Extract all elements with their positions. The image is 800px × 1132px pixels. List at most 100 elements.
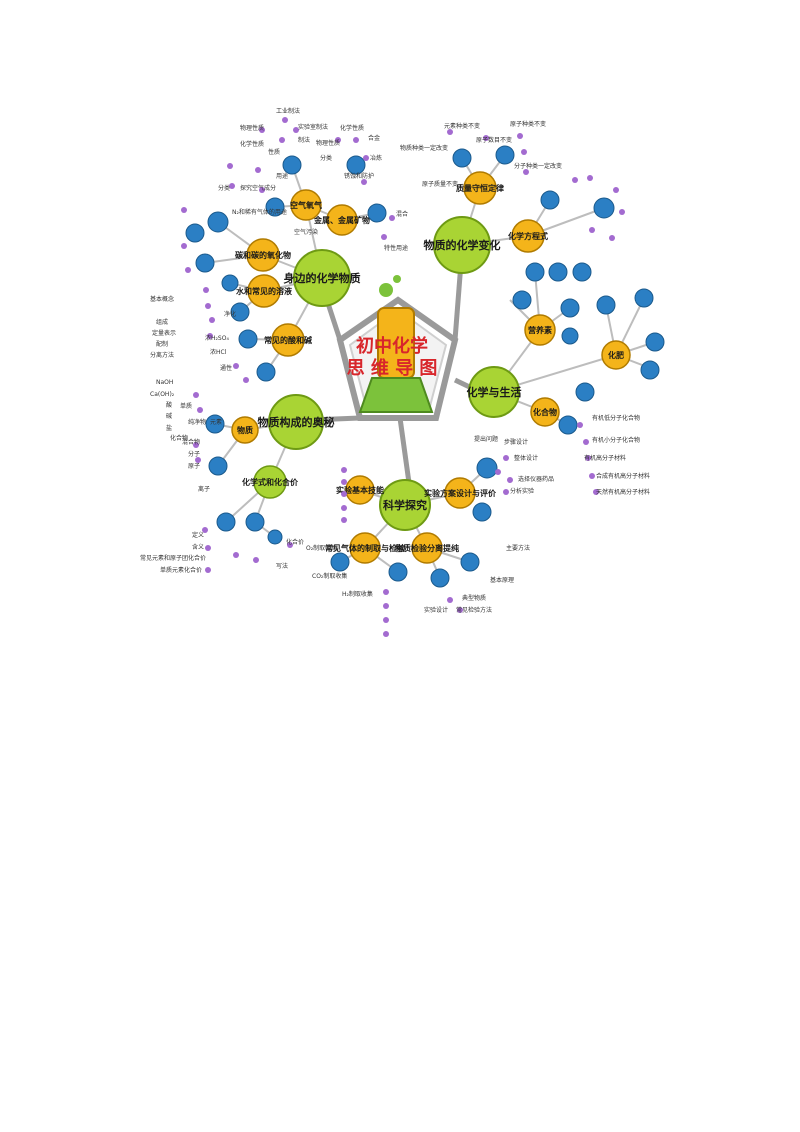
sub-node-metal[interactable]: 金属、金属矿物: [313, 204, 370, 236]
main-node-change[interactable]: 物质的化学变化: [424, 216, 501, 274]
label: 化合物: [170, 434, 188, 442]
label: 定量表示: [152, 329, 176, 337]
leaf-node: [208, 456, 228, 476]
leaf-node: [265, 197, 285, 217]
title-line-1: 初中化学: [356, 335, 428, 357]
label: 常见元素和原子团化合价: [140, 554, 206, 562]
label: 合成有机高分子材料: [596, 472, 650, 480]
leaf-node: [593, 197, 615, 219]
sub-node-experiment[interactable]: 实验基本技能: [336, 475, 384, 505]
label: 浓HCl: [210, 348, 227, 356]
sub-node-nutrient[interactable]: 营养素: [524, 314, 556, 346]
sub-node-separation[interactable]: 物质检验分离提纯: [395, 532, 459, 564]
sub-node-air[interactable]: 空气氧气: [290, 189, 322, 221]
label: 工业制法: [276, 107, 300, 115]
leaf-node: [346, 155, 366, 175]
label: 分析实验: [510, 487, 534, 495]
sub-node-fertilizer[interactable]: 化肥: [601, 340, 631, 370]
label: 锈蚀和防护: [344, 172, 374, 180]
label: 分类: [218, 184, 230, 192]
main-nodes: 身边的化学物质 物质的化学变化 化学与生活 物质构成的奥秘 科学探究: [258, 216, 522, 531]
label: 物质种类一定改变: [400, 144, 448, 152]
label: O₂制取收集: [306, 544, 337, 552]
sub-node-design[interactable]: 实验方案设计与评价: [424, 477, 497, 509]
sub-node-compound[interactable]: 化合物: [530, 397, 560, 427]
leaf-node: [540, 190, 560, 210]
main-node-life[interactable]: 化学与生活: [467, 366, 522, 418]
sub-node-metal-label: 金属、金属矿物: [313, 215, 370, 225]
label: 酸: [166, 401, 172, 409]
label: 选择仪器药品: [518, 475, 554, 483]
sub-node-design-label: 实验方案设计与评价: [424, 488, 497, 498]
leaf-node: [472, 502, 492, 522]
label: 分子: [188, 450, 200, 458]
leaf-node: [640, 360, 660, 380]
sub-node-acid[interactable]: 常见的酸和碱: [264, 323, 312, 357]
label: 制法: [298, 136, 310, 144]
main-node-inquiry[interactable]: 科学探究: [379, 479, 431, 531]
label: 物理性质: [240, 124, 264, 132]
label: 有机低分子化合物: [592, 414, 640, 422]
label: 原子质量不变: [422, 180, 458, 188]
leaf-node: [561, 327, 579, 345]
leaf-node: [238, 329, 258, 349]
label: 常见检验方法: [456, 606, 492, 614]
sub-node-carbon[interactable]: 碳和碳的氧化物: [235, 238, 291, 272]
label: 实验室制法: [298, 123, 328, 131]
leaf-node: [634, 288, 654, 308]
sub-node-mass-label: 质量守恒定律: [456, 183, 504, 193]
label: 单质: [180, 402, 192, 410]
sub-node-gas[interactable]: 常见气体的制取与检验: [325, 532, 406, 564]
sub-node-gas-label: 常见气体的制取与检验: [325, 543, 406, 553]
label: 混合: [396, 210, 408, 218]
sub-node-substance[interactable]: 物质: [231, 416, 259, 444]
label: 主要方法: [506, 544, 530, 552]
leaf-node: [367, 203, 387, 223]
label: NaOH: [156, 379, 173, 386]
leaf-node: [185, 223, 205, 243]
sub-node-water[interactable]: 水和常见的溶液: [235, 274, 292, 308]
label: 分子种类一定改变: [514, 162, 562, 170]
leaf-node: [460, 552, 480, 572]
label: 配制: [156, 340, 168, 348]
label: 化学性质: [340, 124, 364, 132]
flask-icon: [358, 275, 434, 413]
label: 化合价: [286, 538, 304, 546]
label: 元素种类不变: [444, 122, 480, 130]
label: N₂和稀有气体的用途: [232, 208, 287, 216]
main-node-body-matter[interactable]: 身边的化学物质: [284, 249, 361, 307]
sub-node-fertilizer-label: 化肥: [608, 350, 624, 360]
label: 整体设计: [514, 454, 538, 462]
main-node-life-label: 化学与生活: [467, 385, 522, 399]
label: 特性用途: [384, 244, 408, 252]
leaf-node: [267, 529, 283, 545]
label: 物理性质: [316, 139, 340, 147]
label: 探究空气成分: [240, 184, 276, 192]
leaf-node: [256, 362, 276, 382]
label: H₂制取收集: [342, 590, 373, 598]
label: 基本概念: [150, 295, 174, 303]
label: 组成: [156, 318, 168, 326]
leaf-node: [495, 145, 515, 165]
sub-node-equation[interactable]: 化学方程式: [508, 219, 548, 253]
leaf-node: [282, 155, 302, 175]
label: 定义: [192, 531, 204, 539]
main-node-structure[interactable]: 物质构成的奥秘: [258, 394, 335, 450]
title-line-2: 思 维 导 图: [347, 357, 438, 379]
label: 通性: [220, 364, 232, 372]
leaf-node: [205, 414, 225, 434]
label: 化学性质: [240, 140, 264, 148]
label: 写法: [276, 562, 288, 570]
sub-node-air-label: 空气氧气: [290, 200, 322, 210]
label: 有机小分子化合物: [592, 436, 640, 444]
label: 步骤设计: [504, 438, 528, 446]
leaf-node: [452, 148, 472, 168]
sub-node-mass[interactable]: 质量守恒定律: [456, 171, 504, 205]
label: 空气污染: [294, 228, 318, 236]
leaf-node: [512, 290, 532, 310]
leaf-node: [207, 211, 229, 233]
label: 含义: [192, 543, 204, 551]
sub-node-formula[interactable]: 化学式和化合价: [242, 465, 299, 499]
sub-node-compound-label: 化合物: [533, 407, 557, 417]
